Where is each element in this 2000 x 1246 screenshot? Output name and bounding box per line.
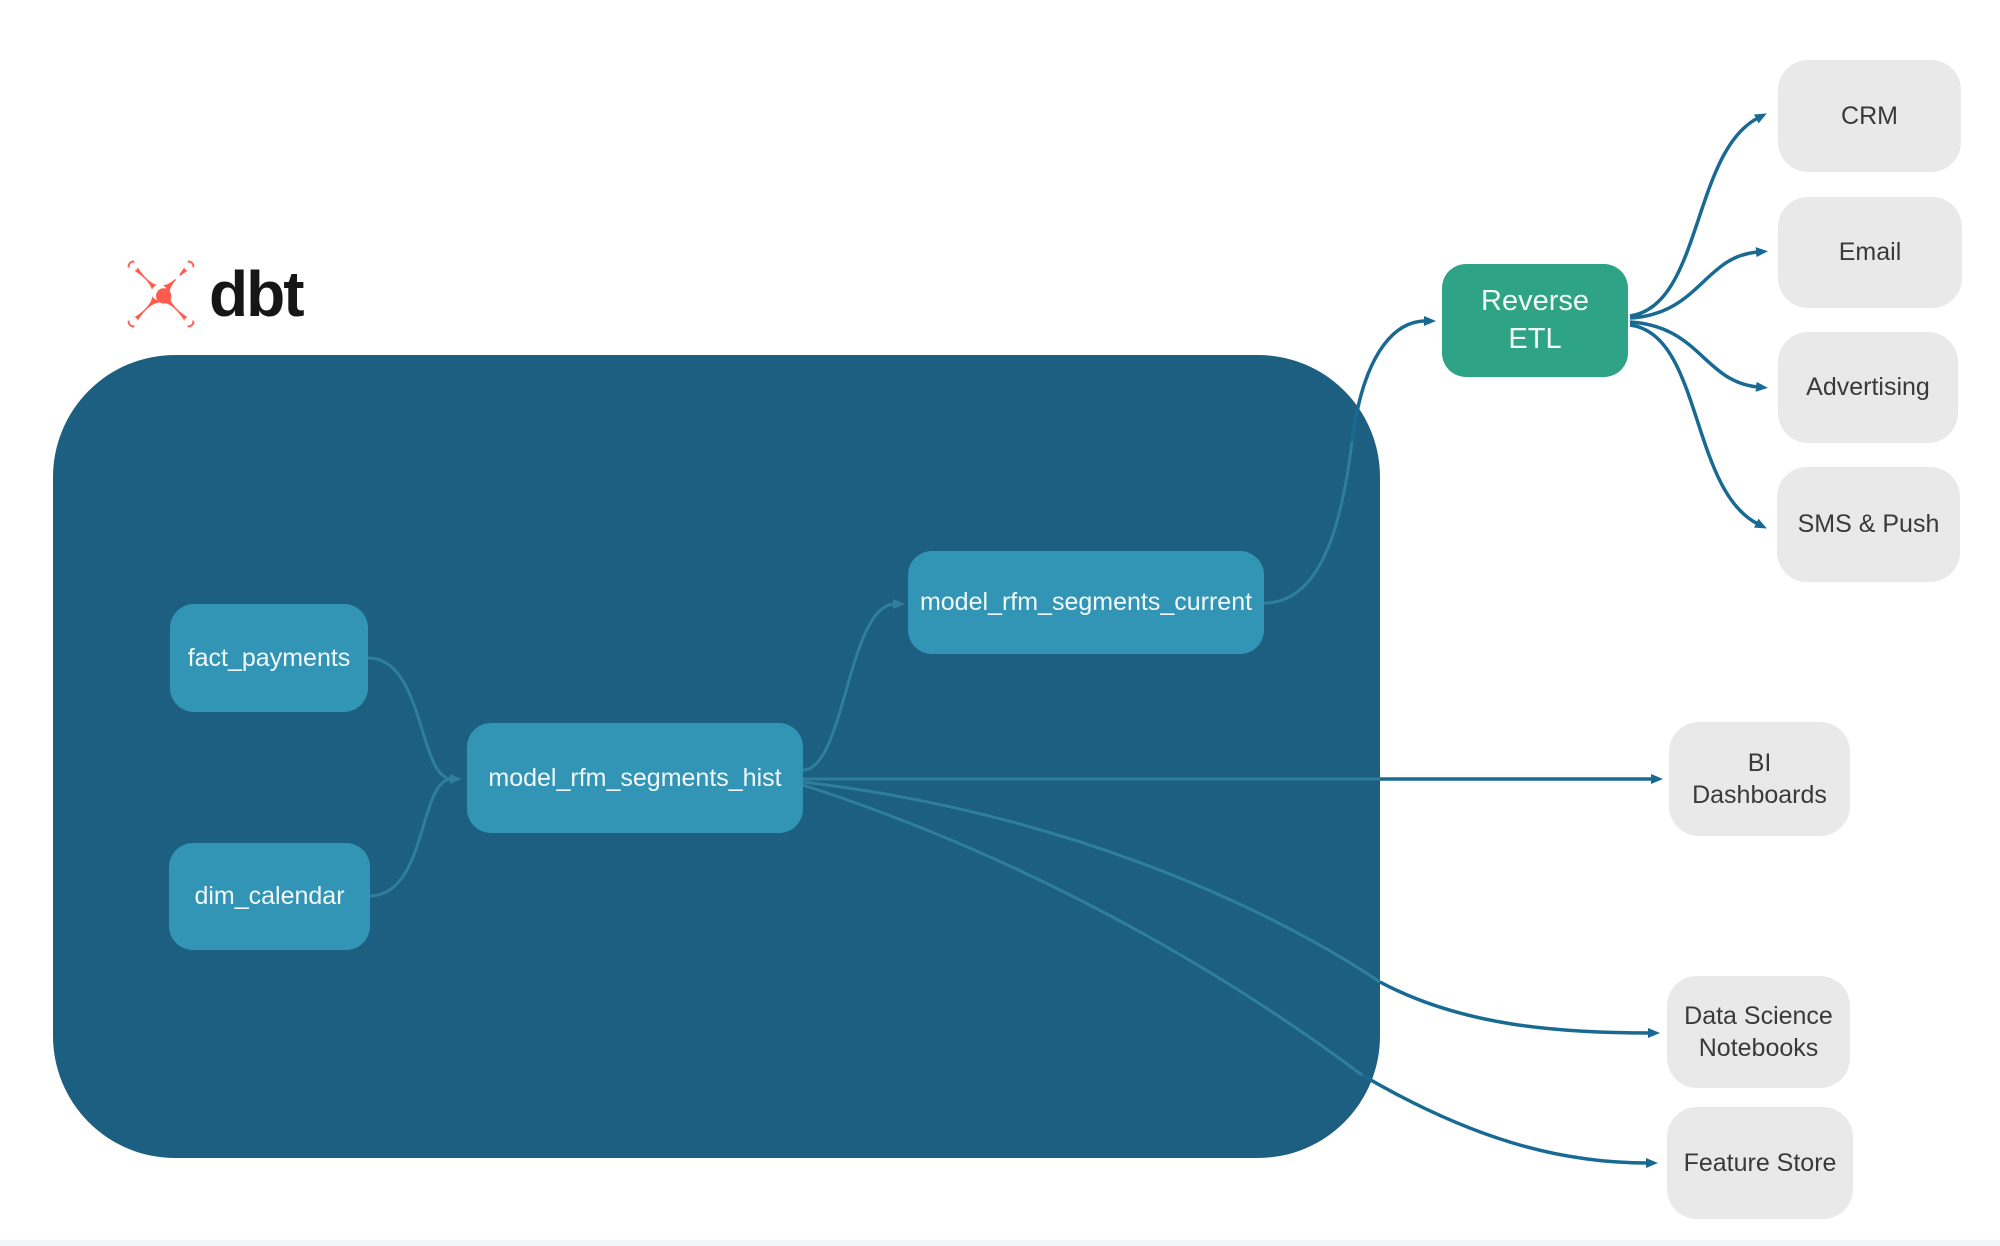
dbt-logo: dbt <box>123 255 304 332</box>
node-crm: CRM <box>1778 60 1961 172</box>
node-dim-calendar: dim_calendar <box>169 843 370 950</box>
node-sms-push: SMS & Push <box>1777 467 1960 582</box>
node-advertising: Advertising <box>1778 332 1958 443</box>
edge-hist-to-datascience-outside <box>1379 980 1660 1038</box>
node-fact-payments: fact_payments <box>170 604 368 712</box>
node-reverse-etl: Reverse ETL <box>1442 264 1628 377</box>
edge-reverseetl-to-smspush <box>1629 323 1767 529</box>
node-email: Email <box>1778 197 1962 308</box>
node-model-rfm-segments-current: model_rfm_segments_current <box>908 551 1264 654</box>
edge-hist-to-featurestore-outside <box>1361 1073 1658 1168</box>
dbt-logo-text: dbt <box>209 258 304 330</box>
node-model-rfm-segments-hist: model_rfm_segments_hist <box>467 723 803 833</box>
edge-reverseetl-to-advertising <box>1629 320 1768 392</box>
node-bi-dashboards: BI Dashboards <box>1669 722 1850 836</box>
bottom-divider <box>0 1240 2000 1246</box>
node-data-science-notebooks: Data Science Notebooks <box>1667 976 1850 1088</box>
edge-reverseetl-to-crm <box>1629 113 1767 318</box>
dbt-logo-icon <box>123 255 207 332</box>
edge-reverseetl-to-email <box>1629 247 1768 320</box>
node-feature-store: Feature Store <box>1667 1107 1853 1219</box>
